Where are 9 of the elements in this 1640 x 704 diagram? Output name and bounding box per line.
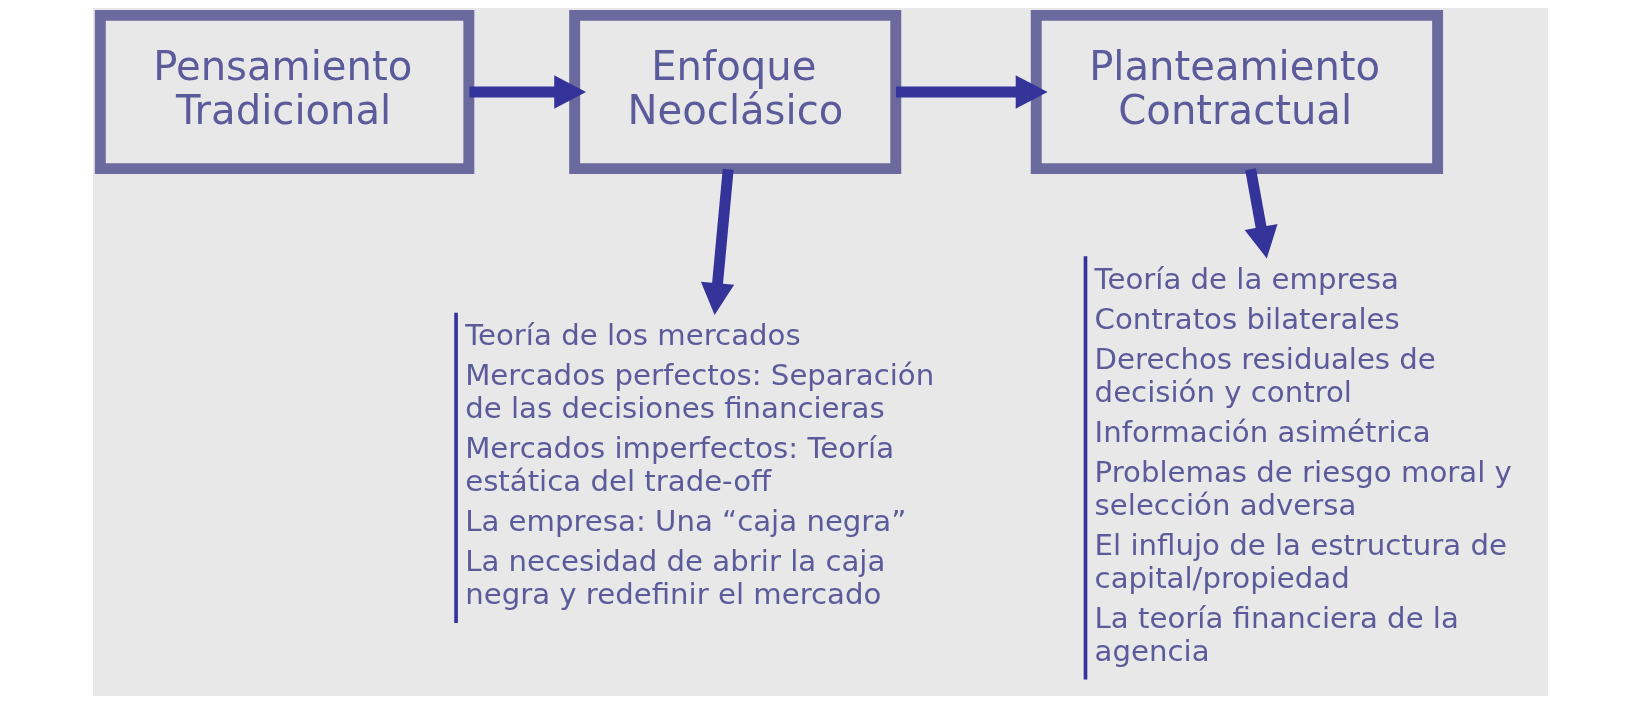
arrow xyxy=(1244,168,1278,259)
node-box: Planteamiento Contractual xyxy=(1030,9,1443,175)
node-box: Pensamiento Tradicional xyxy=(94,9,474,175)
node-text: Teoría de la empresa Contratos bilaterales Derechos residuales de decisión y control Información asimétrica Problemas de riesgo moral y selección adversa El influjo de la estructura de capital/propiedad La teoría financiera de la agencia xyxy=(1094,261,1512,668)
node-box: Enfoque Neoclásico xyxy=(568,9,901,175)
arrow xyxy=(895,75,1048,109)
arrow xyxy=(700,168,734,315)
arrow xyxy=(468,75,586,109)
node-text: Teoría de los mercados Mercados perfectos: Separación de las decisiones financieras Mercados imperfectos: Teoría estática del trade-off La empresa: Una “caja negra” La necesidad de abrir la caja negra y redefinir el mercado xyxy=(464,318,934,612)
